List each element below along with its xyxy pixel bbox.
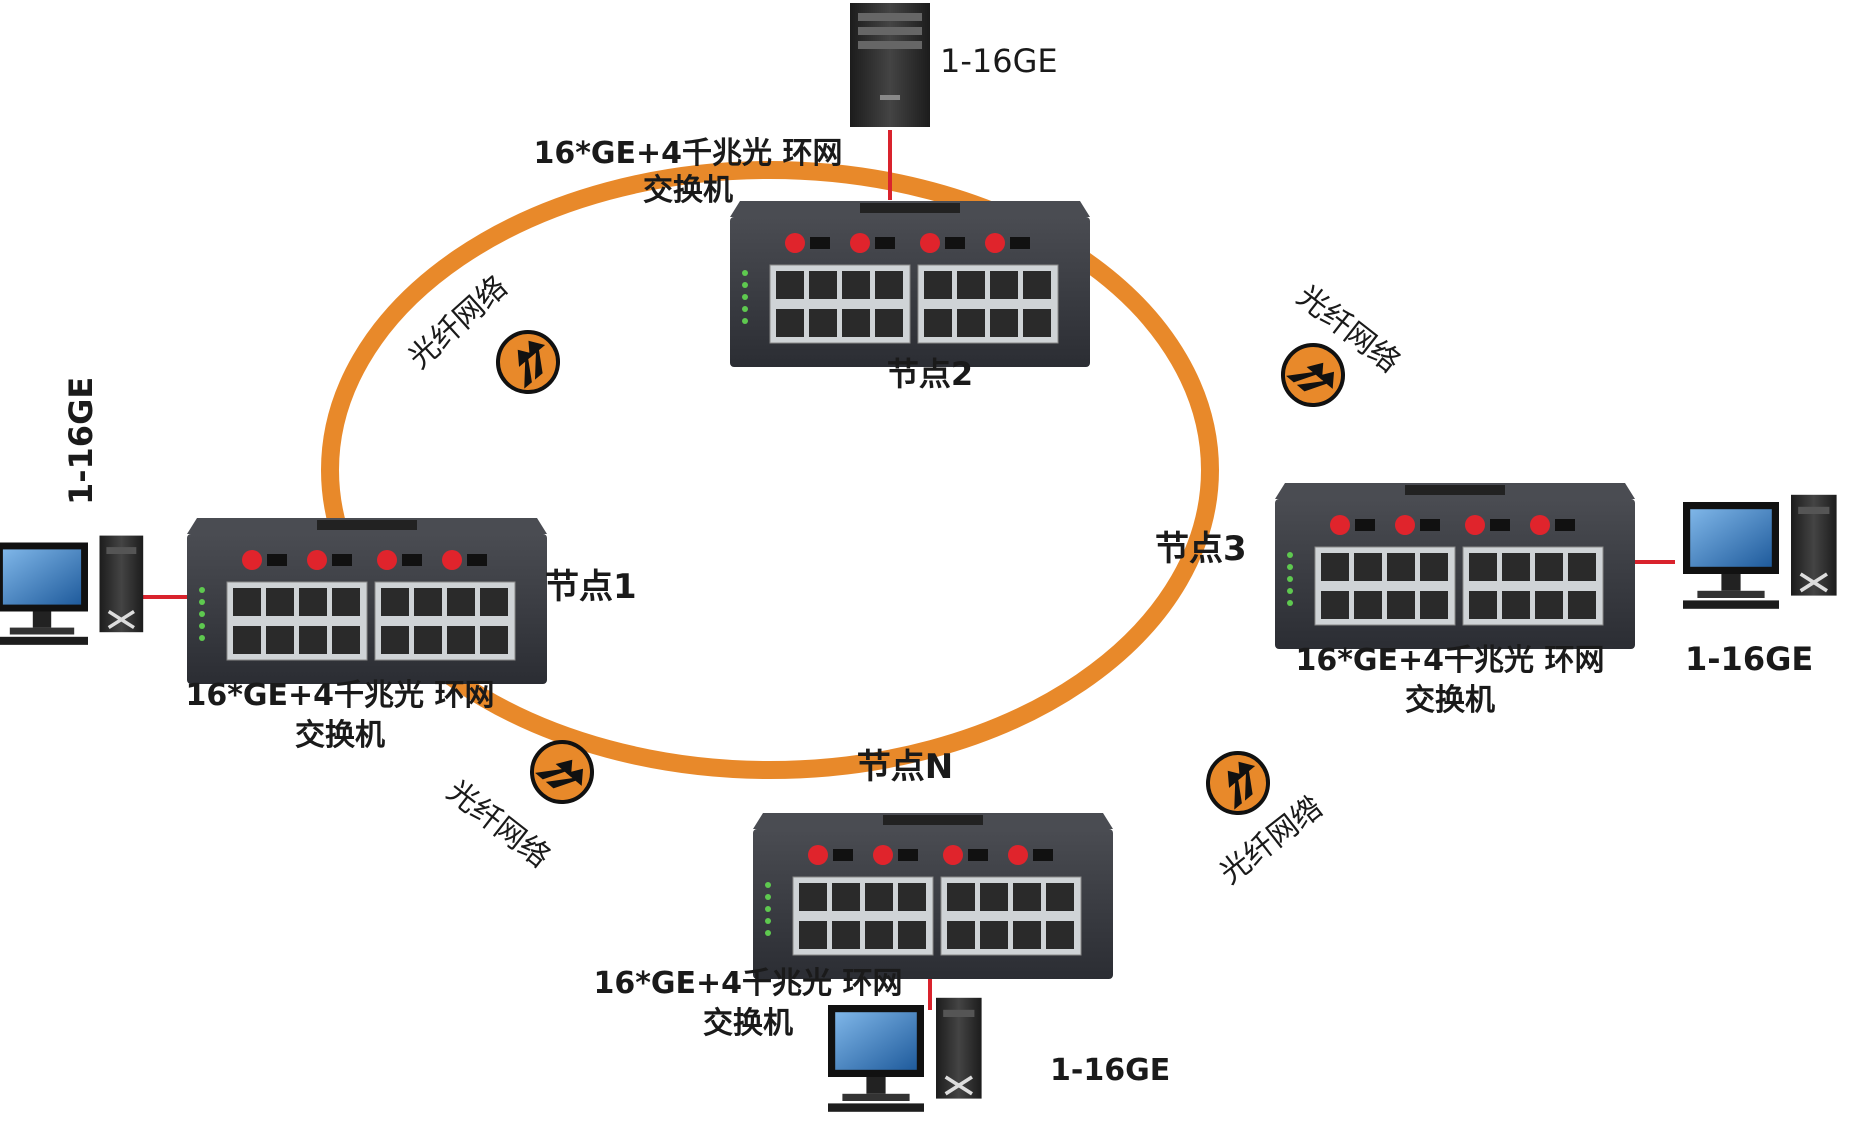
desktop-pc-icon (0, 533, 145, 647)
network-switch-icon (729, 200, 1091, 368)
device-label: 交换机 (703, 1006, 793, 1041)
device-label: 16*GE+4千兆光 环网 (1295, 643, 1604, 678)
fiber-ring (321, 161, 1219, 779)
network-switch-icon (752, 812, 1114, 980)
client-label: 1-16GE (1050, 1053, 1170, 1088)
node-label: 节点2 (887, 355, 973, 393)
desktop-pc-icon (1681, 492, 1839, 611)
device-label: 16*GE+4千兆光 环网 (185, 678, 494, 713)
device-label: 交换机 (1405, 683, 1495, 718)
node-label: 节点1 (545, 567, 637, 607)
node-label: 节点N (857, 747, 953, 787)
device-label: 交换机 (643, 173, 733, 208)
network-switch-icon (186, 517, 548, 685)
device-label: 交换机 (295, 718, 385, 753)
node-label: 节点3 (1155, 529, 1247, 569)
fiber-arrow-icon (483, 317, 573, 407)
client-label: 1-16GE (1685, 640, 1813, 678)
client-label: 1-16GE (940, 42, 1058, 80)
fiber-arrow-icon (1193, 738, 1283, 828)
network-switch-icon (1274, 482, 1636, 650)
server-tower-icon (850, 3, 930, 127)
device-label: 16*GE+4千兆光 环网 (593, 966, 902, 1001)
device-label: 16*GE+4千兆光 环网 (533, 136, 842, 171)
desktop-pc-icon (826, 995, 984, 1114)
client-label: 1-16GE (62, 377, 100, 505)
